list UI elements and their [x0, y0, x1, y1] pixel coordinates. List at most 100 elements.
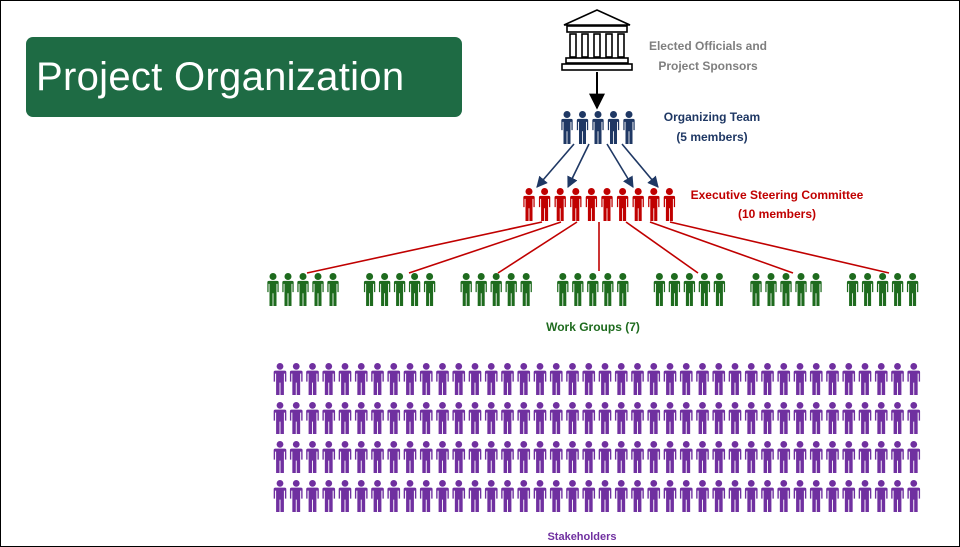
stakeholder-icon — [419, 441, 433, 473]
stakeholder-icon — [679, 480, 693, 512]
stakeholder-icon — [679, 441, 693, 473]
work-group-member-icon — [460, 273, 472, 306]
stakeholder-icon — [777, 363, 791, 395]
stakeholder-icon — [598, 363, 612, 395]
stakeholder-icon — [728, 480, 742, 512]
stakeholder-icon — [289, 441, 303, 473]
stakeholder-icon — [371, 441, 384, 473]
work-group-member-icon — [475, 273, 487, 306]
stakeholder-icon — [549, 402, 563, 434]
organizing-member-icon — [623, 111, 635, 144]
stakeholder-icon — [663, 402, 677, 434]
stakeholder-icon — [419, 363, 433, 395]
stakeholder-icon — [387, 480, 401, 512]
steering-member-icon — [616, 188, 629, 221]
steering-to-workgroup-lines — [306, 221, 890, 274]
stakeholder-icon — [614, 402, 628, 434]
stakeholder-icon — [874, 480, 888, 512]
stakeholder-icon — [809, 441, 823, 473]
stakeholder-icon — [582, 363, 596, 395]
stakeholder-icon — [484, 480, 498, 512]
stakeholder-icon — [761, 402, 774, 434]
stakeholder-icon — [452, 402, 466, 434]
stakeholder-icon — [761, 480, 774, 512]
stakeholder-icon — [338, 402, 352, 434]
stakeholder-icon — [777, 480, 791, 512]
stakeholder-icon — [533, 480, 547, 512]
work-group-member-icon — [312, 273, 324, 306]
stakeholder-icon — [484, 402, 498, 434]
stakeholder-icon — [354, 363, 368, 395]
stakeholder-icon — [501, 402, 514, 434]
work-group-member-icon — [906, 273, 919, 306]
stakeholder-icon — [306, 441, 319, 473]
stakeholder-icon — [387, 441, 401, 473]
stakeholder-icon — [387, 402, 401, 434]
work-group-member-icon — [587, 273, 599, 306]
work-group-member-icon — [423, 273, 436, 306]
stakeholder-icon — [566, 480, 579, 512]
stakeholder-icon — [468, 441, 482, 473]
work-group-member-icon — [668, 273, 681, 306]
stakeholder-icon — [907, 480, 921, 512]
stakeholder-icon — [582, 441, 596, 473]
work-group-member-icon — [557, 273, 569, 306]
stakeholder-icon — [761, 441, 774, 473]
organizing-member-icon — [576, 111, 589, 144]
stakeholder-icon — [403, 402, 417, 434]
work-group-member-icon — [713, 273, 726, 306]
steering-member-icon — [570, 188, 582, 221]
stakeholder-icon — [484, 363, 498, 395]
stakeholder-icon — [842, 441, 856, 473]
work-group-member-icon — [683, 273, 696, 306]
stakeholder-icon — [696, 480, 709, 512]
stakeholder-icon — [907, 402, 921, 434]
stakeholder-icon — [696, 363, 709, 395]
stakeholder-icon — [338, 441, 352, 473]
stakeholder-icon — [517, 363, 531, 395]
stakeholder-icon — [484, 441, 498, 473]
stakeholder-icon — [614, 363, 628, 395]
organizing-member-icon — [592, 111, 604, 144]
work-group-member-icon — [327, 273, 339, 306]
stakeholder-icon — [598, 441, 612, 473]
stakeholder-icon — [728, 363, 742, 395]
stakeholder-icon — [273, 402, 287, 434]
organizing-team-figures — [561, 111, 635, 144]
work-group-member-icon — [653, 273, 666, 306]
stakeholder-icon — [777, 402, 791, 434]
stakeholder-icon — [696, 441, 709, 473]
steering-member-icon — [538, 188, 551, 221]
work-group — [460, 273, 532, 306]
stakeholder-icon — [663, 441, 677, 473]
stakeholder-icon — [663, 363, 677, 395]
stakeholder-icon — [858, 480, 872, 512]
stakeholder-icon — [728, 441, 742, 473]
stakeholder-icon — [549, 441, 563, 473]
stakeholder-icon — [826, 402, 839, 434]
work-group-member-icon — [698, 273, 711, 306]
stakeholder-icon — [874, 363, 888, 395]
stakeholder-icon — [647, 402, 661, 434]
stakeholder-icon — [549, 363, 563, 395]
work-group-member-icon — [617, 273, 629, 306]
stakeholder-icon — [874, 441, 888, 473]
work-group-member-icon — [846, 273, 859, 306]
work-group-member-icon — [490, 273, 502, 306]
stakeholder-icon — [793, 480, 807, 512]
stakeholder-icon — [631, 402, 644, 434]
steering-member-icon — [585, 188, 598, 221]
organizing-member-icon — [607, 111, 620, 144]
stakeholder-icon — [744, 480, 758, 512]
stakeholder-icon — [826, 363, 839, 395]
stakeholder-icon — [744, 441, 758, 473]
stakeholder-icon — [354, 402, 368, 434]
work-group-member-icon — [780, 273, 792, 306]
stakeholder-icon — [501, 480, 514, 512]
stakeholder-icon — [419, 402, 433, 434]
stakeholder-icon — [679, 402, 693, 434]
stakeholder-icon — [891, 480, 904, 512]
stakeholder-icon — [647, 363, 661, 395]
stakeholder-icon — [452, 480, 466, 512]
